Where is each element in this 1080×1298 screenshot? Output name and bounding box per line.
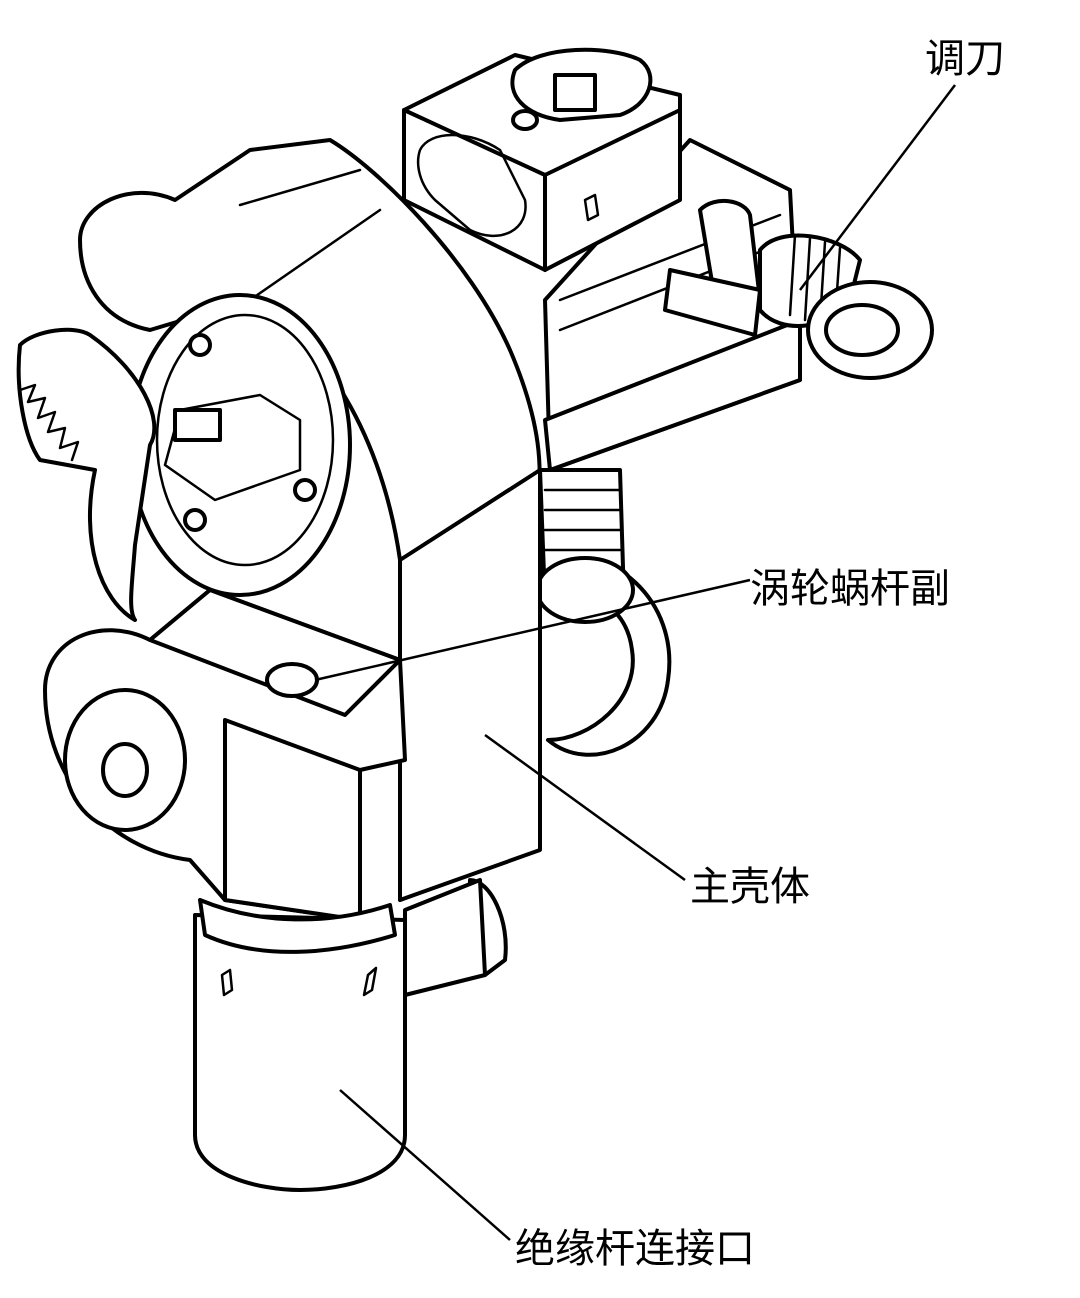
top-clamp-block	[402, 47, 682, 272]
lower-pivot-block	[43, 588, 407, 922]
label-rod-interface: 绝缘杆连接口	[515, 1226, 755, 1272]
side-latch	[403, 878, 508, 997]
leader-rod-interface	[339, 1089, 511, 1241]
label-main-housing: 主壳体	[690, 864, 810, 910]
label-worm-gear-pair: 涡轮蜗杆副	[750, 566, 950, 612]
rod-interface	[193, 898, 407, 1192]
toothed-jaw	[16, 327, 157, 622]
lower-ring	[535, 468, 672, 757]
leader-knife-adjust	[799, 84, 956, 291]
leader-worm-gear	[314, 578, 751, 682]
leader-main-housing	[484, 733, 686, 882]
main-housing	[78, 138, 542, 902]
knife-adjust-bolt	[663, 198, 934, 380]
label-knife-adjust: 调刀	[925, 36, 1005, 82]
